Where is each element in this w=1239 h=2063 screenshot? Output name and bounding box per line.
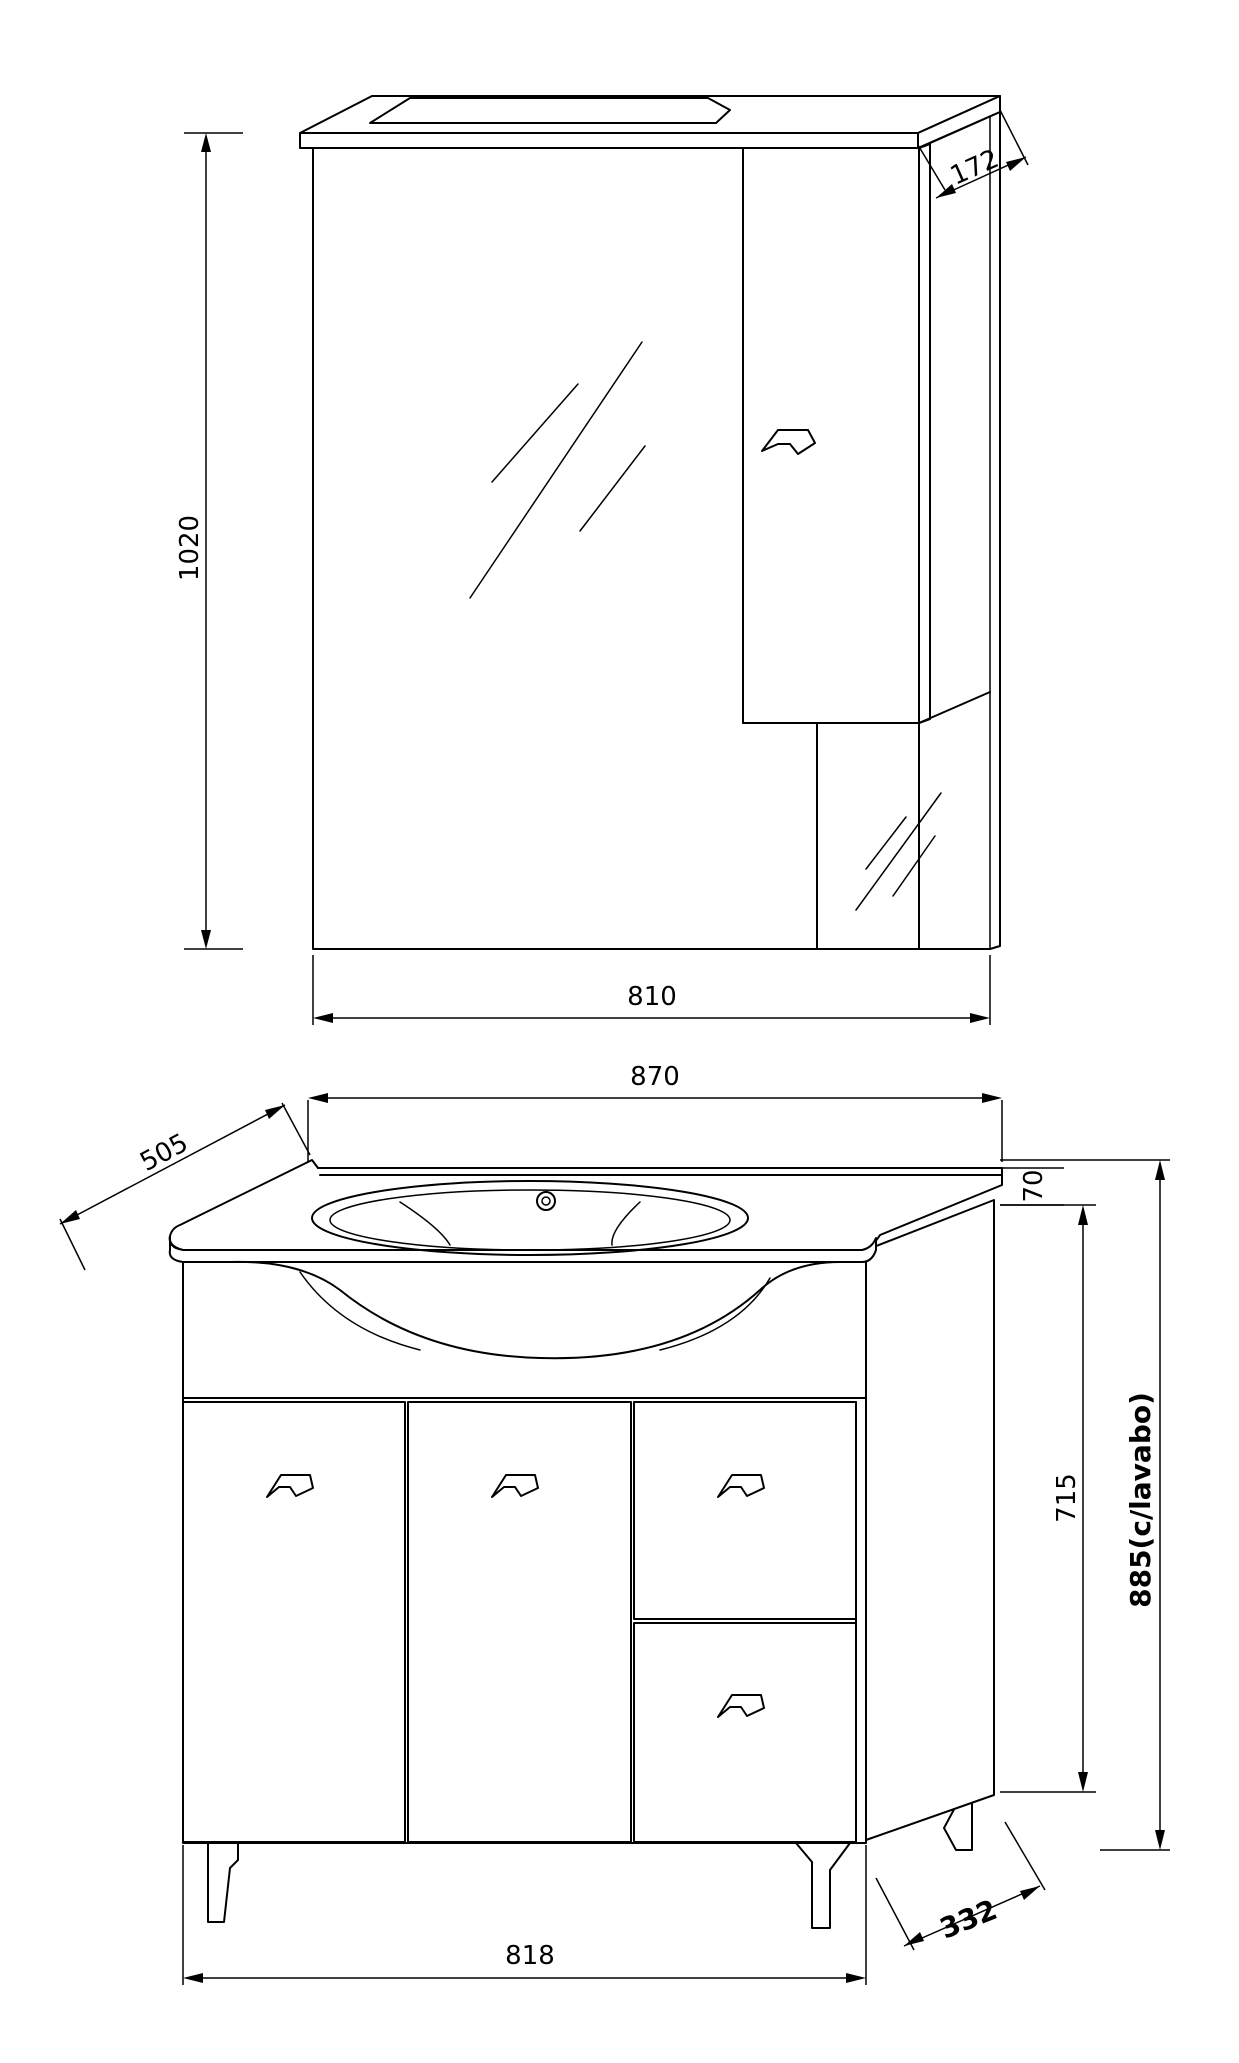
cabinet-shelf-edge [918,691,991,724]
mirror-glare-3 [579,445,646,532]
countertop-top-surface [168,1159,1003,1251]
vanity-drawer-bottom [633,1622,857,1843]
basin-bowl-shadow-2 [659,1277,771,1351]
dimension-total-height: 885(c/lavabo) [1000,1159,1170,1851]
dimension-label-base-depth: 332 [935,1893,1002,1945]
vanity-door-left [182,1401,406,1843]
door-middle-handle-icon [491,1474,539,1498]
mirror-glare-6 [892,835,936,897]
vanity-door-middle [407,1401,632,1843]
mirror-cabinet [299,95,1001,950]
drawer-top-handle-icon [717,1474,765,1498]
dimension-cabinet-width: 810 [312,955,991,1025]
leg-front-left [207,1842,239,1923]
vanity-apron [182,1249,867,1399]
mirror-glare-4 [855,792,942,911]
drain-icon [536,1191,556,1211]
cabinet-crown-front [299,132,919,149]
dimension-label-top-depth: 505 [135,1128,193,1178]
dimension-label-total-height: 885(c/lavabo) [1124,1392,1157,1608]
dimension-base-height: 715 [1000,1204,1096,1793]
dimension-label-top-width: 870 [630,1062,680,1092]
dimension-label-base-height: 715 [1052,1473,1082,1523]
dimension-top-thickness: 70 [1000,1167,1064,1206]
dimension-cabinet-height: 1020 [175,132,243,950]
mirror-glare-1 [469,341,643,599]
basin-inner-left [399,1201,451,1246]
dimension-label-top-thickness: 70 [1019,1169,1049,1202]
basin-inner [329,1189,731,1251]
cabinet-crown-recess [369,97,731,124]
cabinet-side [918,111,1001,950]
dimension-label-cabinet-width: 810 [627,982,677,1012]
basin-inner-right [611,1201,641,1246]
basin-bowl-shadow [299,1271,421,1351]
dimension-base-width: 818 [182,1845,867,1985]
door-left-handle-icon [266,1474,314,1498]
dimension-top-width: 870 [307,1062,1003,1162]
drawer-bottom-handle-icon [717,1694,765,1718]
cabinet-small-door-side [918,143,931,724]
countertop-front-lip [168,1235,877,1263]
mirror-glare-5 [865,816,907,870]
vanity-unit [168,1159,1003,1929]
door-handle-icon [761,429,816,455]
cabinet-small-door [742,147,920,724]
vanity-side-panel [865,1199,995,1841]
dimension-label-base-width: 818 [505,1941,555,1971]
vanity-drawer-top [633,1401,857,1620]
dimension-label-cabinet-height: 1020 [175,515,205,581]
basin-rim [311,1180,749,1256]
leg-front-right [795,1842,851,1929]
mirror-glare-2 [491,383,579,483]
